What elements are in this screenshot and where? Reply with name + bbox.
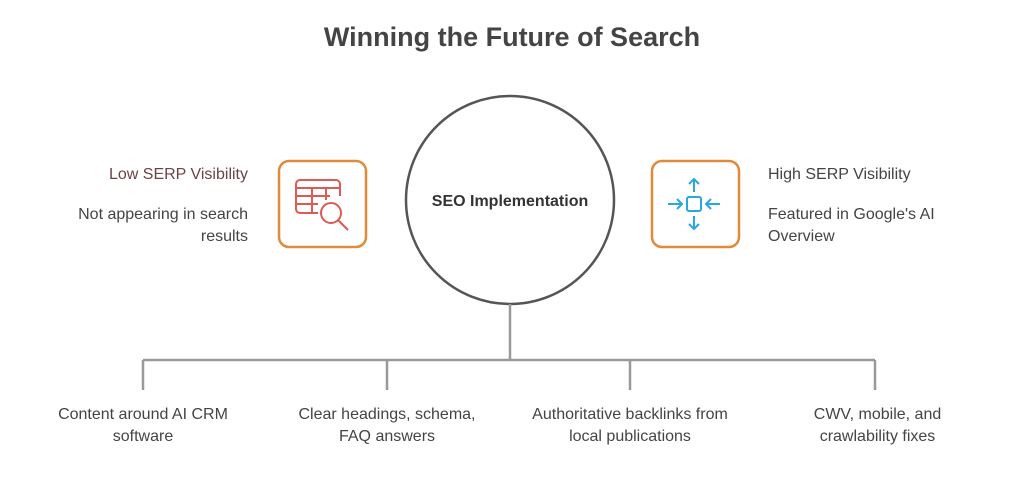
focus-arrows-icon [668, 177, 720, 231]
connector-lines [141, 304, 877, 390]
branch-label: CWV, mobile, and crawlability fixes [813, 406, 942, 445]
center-label: SEO Implementation [431, 193, 589, 210]
left-icon-box [277, 159, 368, 249]
right-icon-box [650, 159, 741, 249]
page-title: Winning the Future of Search [323, 22, 701, 52]
branch-label: Content around AI CRM software [58, 406, 228, 445]
branch-label: Authoritative backlinks from local publi… [532, 406, 728, 445]
branch-label: Clear headings, schema, FAQ answers [298, 406, 476, 445]
table-search-icon [295, 179, 349, 231]
left-description: Not appearing in search results [78, 206, 248, 245]
left-heading: Low SERP Visibility [108, 166, 248, 183]
right-description: Featured in Google's AI Overview [768, 206, 935, 245]
right-heading: High SERP Visibility [768, 166, 911, 183]
